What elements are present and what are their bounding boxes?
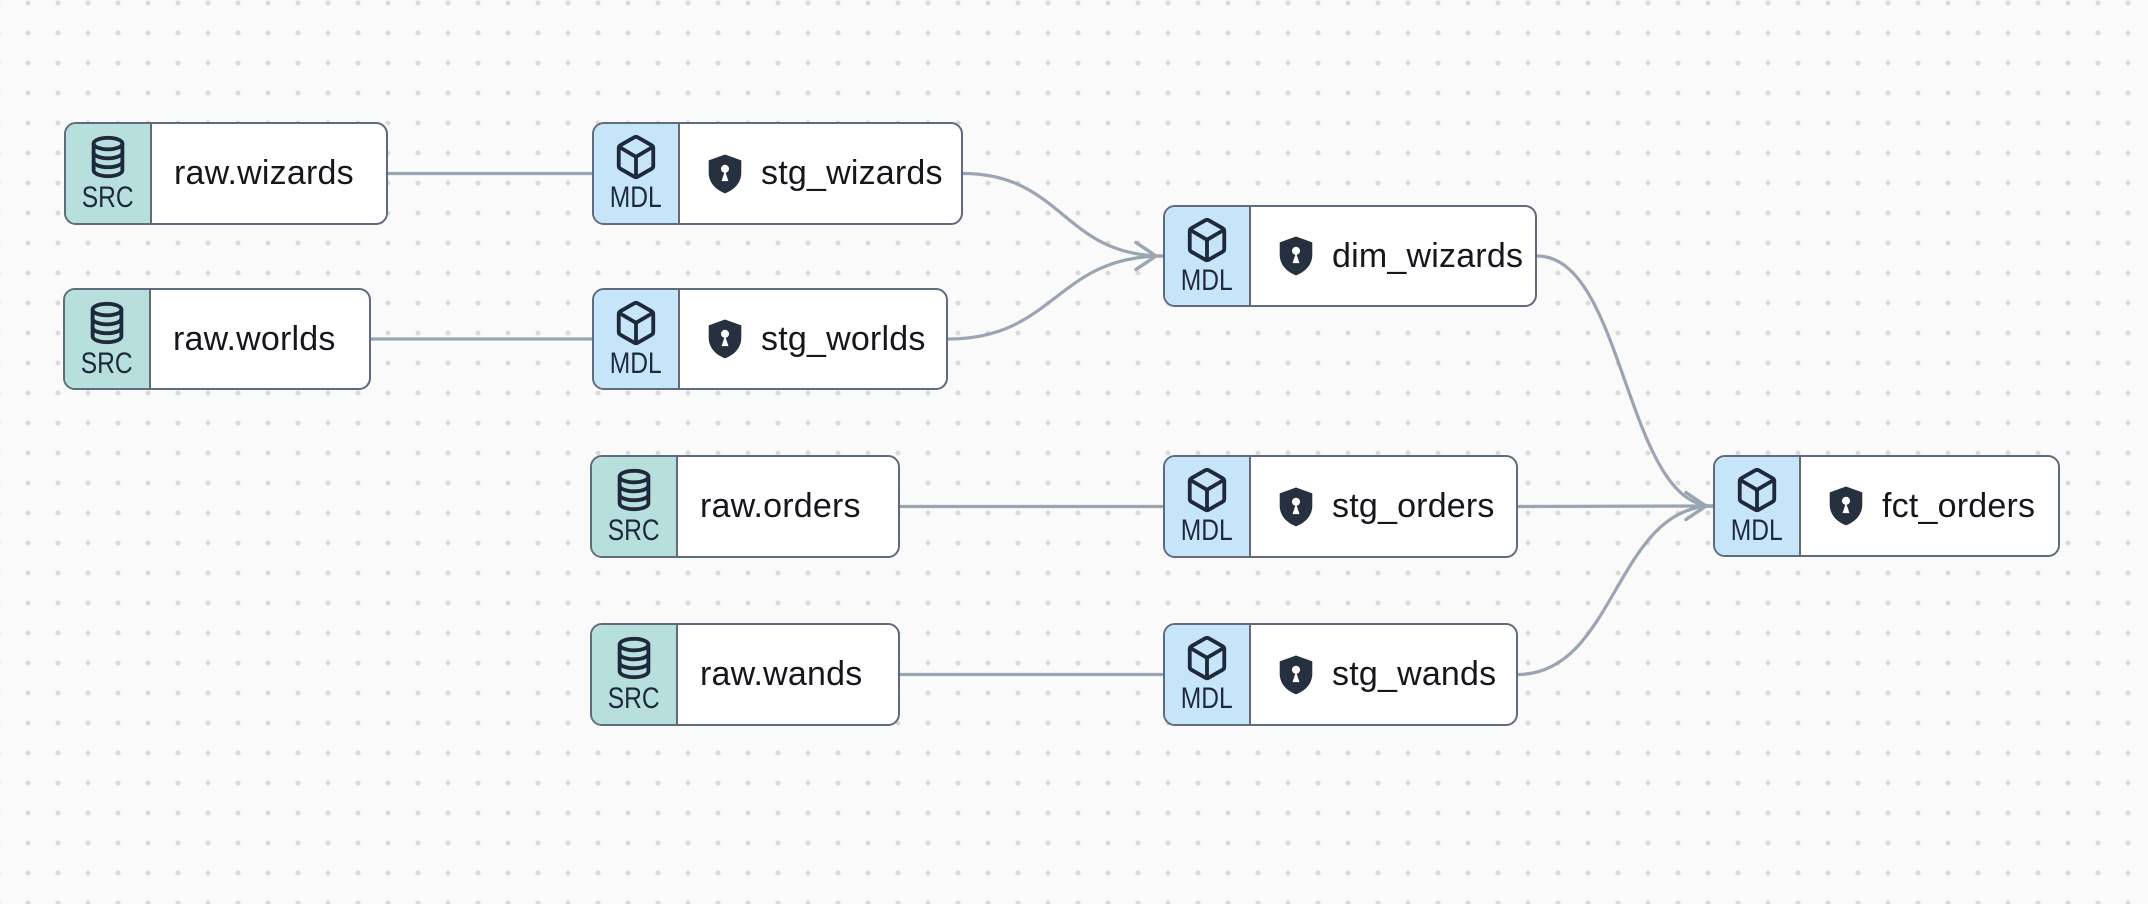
node-label: raw.worlds [173,319,336,358]
node-type-badge: SRC [592,457,678,556]
shield-lock-icon [702,316,748,362]
arrowhead-icon [1134,240,1158,272]
node-label: raw.orders [700,487,861,525]
node-type-label: MDL [1181,682,1233,715]
node-raw_orders[interactable]: SRC raw.orders [590,455,900,558]
cube-icon [1184,467,1230,513]
node-type-label: MDL [610,181,662,214]
edge-stg_wands-to-fct_orders [1516,504,1715,677]
node-label: stg_orders [1332,487,1495,525]
node-raw_wands[interactable]: SRC raw.wands [590,623,900,726]
cube-icon [1184,635,1230,681]
edge-stg_wizards-to-dim_wizards [961,171,1165,258]
node-label: fct_orders [1882,486,2036,525]
node-body: raw.worlds [151,290,369,388]
node-label: stg_wands [1332,655,1497,693]
shield-lock-icon [702,151,748,197]
node-body: raw.wands [678,625,898,724]
node-type-label: SRC [82,181,134,214]
node-body: raw.orders [678,457,898,556]
node-stg_wands[interactable]: MDL stg_wands [1163,623,1518,726]
node-label: stg_worlds [761,319,926,358]
node-label: raw.wands [700,655,863,693]
node-type-badge: MDL [1165,625,1251,724]
node-body: dim_wizards [1251,207,1535,305]
node-body: stg_wizards [680,124,961,223]
node-type-label: MDL [1181,263,1233,297]
node-type-label: MDL [1181,514,1233,547]
cube-icon [613,134,659,180]
node-type-label: MDL [610,346,662,380]
database-icon [84,300,130,346]
node-raw_wizards[interactable]: SRC raw.wizards [64,122,388,225]
node-body: fct_orders [1801,457,2058,555]
cube-icon [613,300,659,346]
node-body: stg_worlds [680,290,946,388]
node-fct_orders[interactable]: MDL fct_orders [1713,455,2060,557]
shield-lock-icon [1273,652,1319,698]
cube-icon [1184,217,1230,263]
node-type-label: SRC [608,514,660,547]
node-label: stg_wizards [761,154,943,192]
node-type-badge: MDL [1715,457,1801,555]
edge-stg_orders-to-fct_orders [1516,504,1715,509]
database-icon [611,635,657,681]
node-body: raw.wizards [152,124,386,223]
node-raw_worlds[interactable]: SRC raw.worlds [63,288,371,390]
node-body: stg_orders [1251,457,1516,556]
node-type-badge: MDL [1165,207,1251,305]
node-type-label: MDL [1731,513,1783,547]
node-label: raw.wizards [174,154,354,192]
node-dim_wizards[interactable]: MDL dim_wizards [1163,205,1537,307]
node-stg_wizards[interactable]: MDL stg_wizards [592,122,963,225]
node-type-label: SRC [81,346,133,380]
shield-lock-icon [1273,233,1319,279]
database-icon [85,134,131,180]
shield-lock-icon [1823,483,1869,529]
node-type-badge: MDL [594,290,680,388]
arrowhead-icon [1684,490,1708,522]
node-type-badge: SRC [65,290,151,388]
cube-icon [1734,467,1780,513]
node-type-badge: SRC [592,625,678,724]
node-type-badge: SRC [66,124,152,223]
node-stg_orders[interactable]: MDL stg_orders [1163,455,1518,558]
node-type-badge: MDL [594,124,680,223]
node-type-label: SRC [608,682,660,715]
database-icon [611,467,657,513]
node-stg_worlds[interactable]: MDL stg_worlds [592,288,948,390]
edge-dim_wizards-to-fct_orders [1535,254,1715,508]
node-label: dim_wizards [1332,236,1524,275]
node-body: stg_wands [1251,625,1516,724]
node-type-badge: MDL [1165,457,1251,556]
shield-lock-icon [1273,484,1319,530]
edge-stg_worlds-to-dim_wizards [946,254,1165,341]
